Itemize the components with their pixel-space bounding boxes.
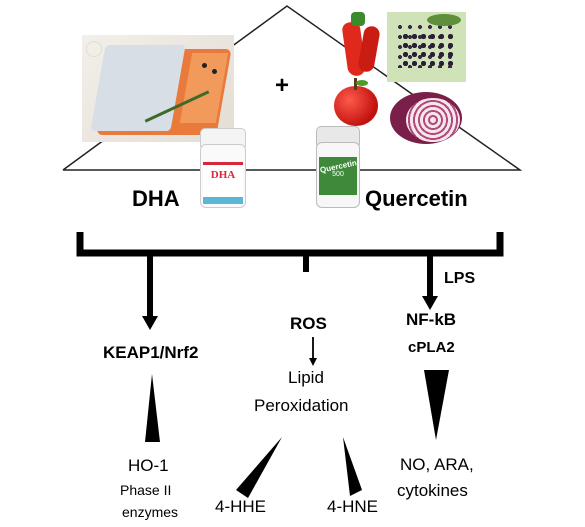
cytokines-label: cytokines: [397, 481, 468, 500]
pepper-photo: [333, 8, 383, 80]
ho1-label: HO-1: [128, 456, 169, 475]
quercetin-bottle-sub: 500: [332, 171, 344, 179]
salmon-photo: [82, 35, 234, 142]
arrow-ros-head: [309, 358, 317, 366]
lps-label: LPS: [444, 270, 476, 287]
dha-bottle-text: DHA: [210, 168, 236, 181]
plus-sign: +: [275, 72, 290, 99]
4-hhe-label: 4-HHE: [215, 497, 267, 516]
wedge-lipid-hne: [343, 437, 362, 496]
onion-photo: [388, 90, 463, 145]
no-ara-label: NO, ARA,: [400, 455, 474, 474]
cpla2-label: cPLA2: [408, 339, 455, 356]
peroxidation-label: Peroxidation: [254, 396, 349, 415]
combining-bracket: [76, 232, 504, 257]
wedge-keap-ho1: [145, 374, 160, 442]
quercetin-bottle: Quercetin 500: [316, 126, 360, 208]
dha-bottle: DHA: [200, 128, 246, 208]
enzymes-label: enzymes: [122, 504, 179, 520]
arrow-keap-head: [142, 316, 158, 330]
apple-photo: [332, 78, 380, 128]
phase-ii-label: Phase II: [120, 482, 172, 498]
wedge-nfkb-no: [424, 370, 449, 440]
arrow-lps-head: [422, 296, 438, 310]
4-hne-label: 4-HNE: [327, 497, 379, 516]
elderberries-photo: [387, 12, 466, 82]
keap1-nrf2-label: KEAP1/Nrf2: [103, 343, 199, 362]
nfkb-label: NF-kB: [406, 310, 457, 329]
dha-label: DHA: [132, 186, 180, 211]
lipid-label: Lipid: [288, 368, 324, 387]
ros-label: ROS: [290, 314, 327, 333]
quercetin-label: Quercetin: [365, 186, 468, 211]
wedge-lipid-hhe: [236, 437, 282, 498]
